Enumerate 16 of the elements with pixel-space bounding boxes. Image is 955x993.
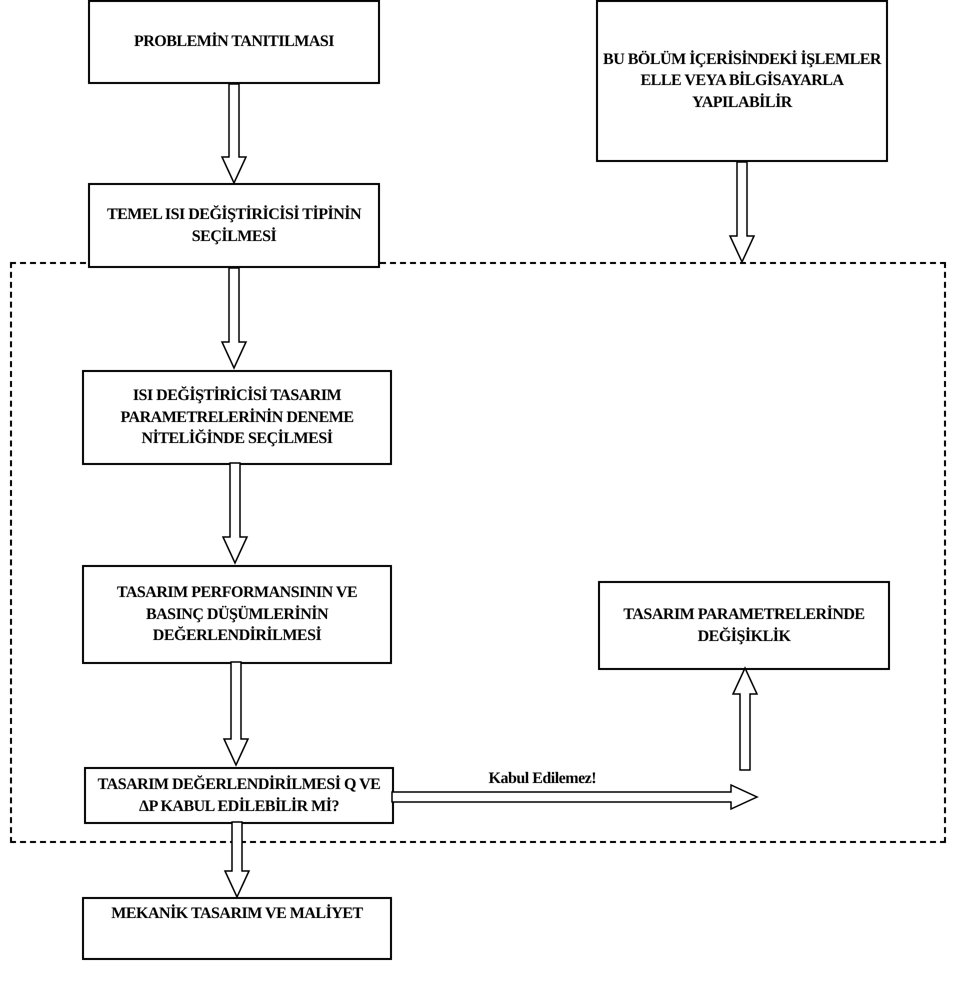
process-box: BU BÖLÜM İÇERİSİNDEKİ İŞLEMLER ELLE VEYA BİLGİSAYARLA YAPILABİLİR: [596, 0, 888, 162]
hollow-arrow: [732, 666, 758, 771]
process-box: TASARIM PARAMETRELERİNDE DEĞİŞİKLİK: [598, 581, 890, 670]
process-box: ISI DEĞİŞTİRİCİSİ TASARIM PARAMETRELERİNİN DENEME NİTELİĞİNDE SEÇİLMESİ: [82, 370, 392, 465]
hollow-arrow: [220, 267, 248, 370]
process-box: TASARIM DEĞERLENDİRİLMESİ Q VE ΔP KABUL EDİLEBİLİR Mİ?: [84, 767, 394, 824]
hollow-arrow: [220, 83, 248, 185]
process-box: MEKANİK TASARIM VE MALİYET: [82, 897, 392, 960]
hollow-arrow: [224, 821, 250, 899]
hollow-arrow: [728, 161, 756, 264]
process-box: PROBLEMİN TANITILMASI: [88, 0, 380, 84]
hollow-arrow: [222, 661, 250, 767]
process-box: TEMEL ISI DEĞİŞTİRİCİSİ TİPİNİN SEÇİLMESİ: [88, 183, 380, 268]
hollow-arrow: [391, 784, 759, 810]
process-box: TASARIM PERFORMANSININ VE BASINÇ DÜŞÜMLERİNİN DEĞERLENDİRİLMESİ: [82, 565, 392, 664]
hollow-arrow: [222, 462, 248, 565]
